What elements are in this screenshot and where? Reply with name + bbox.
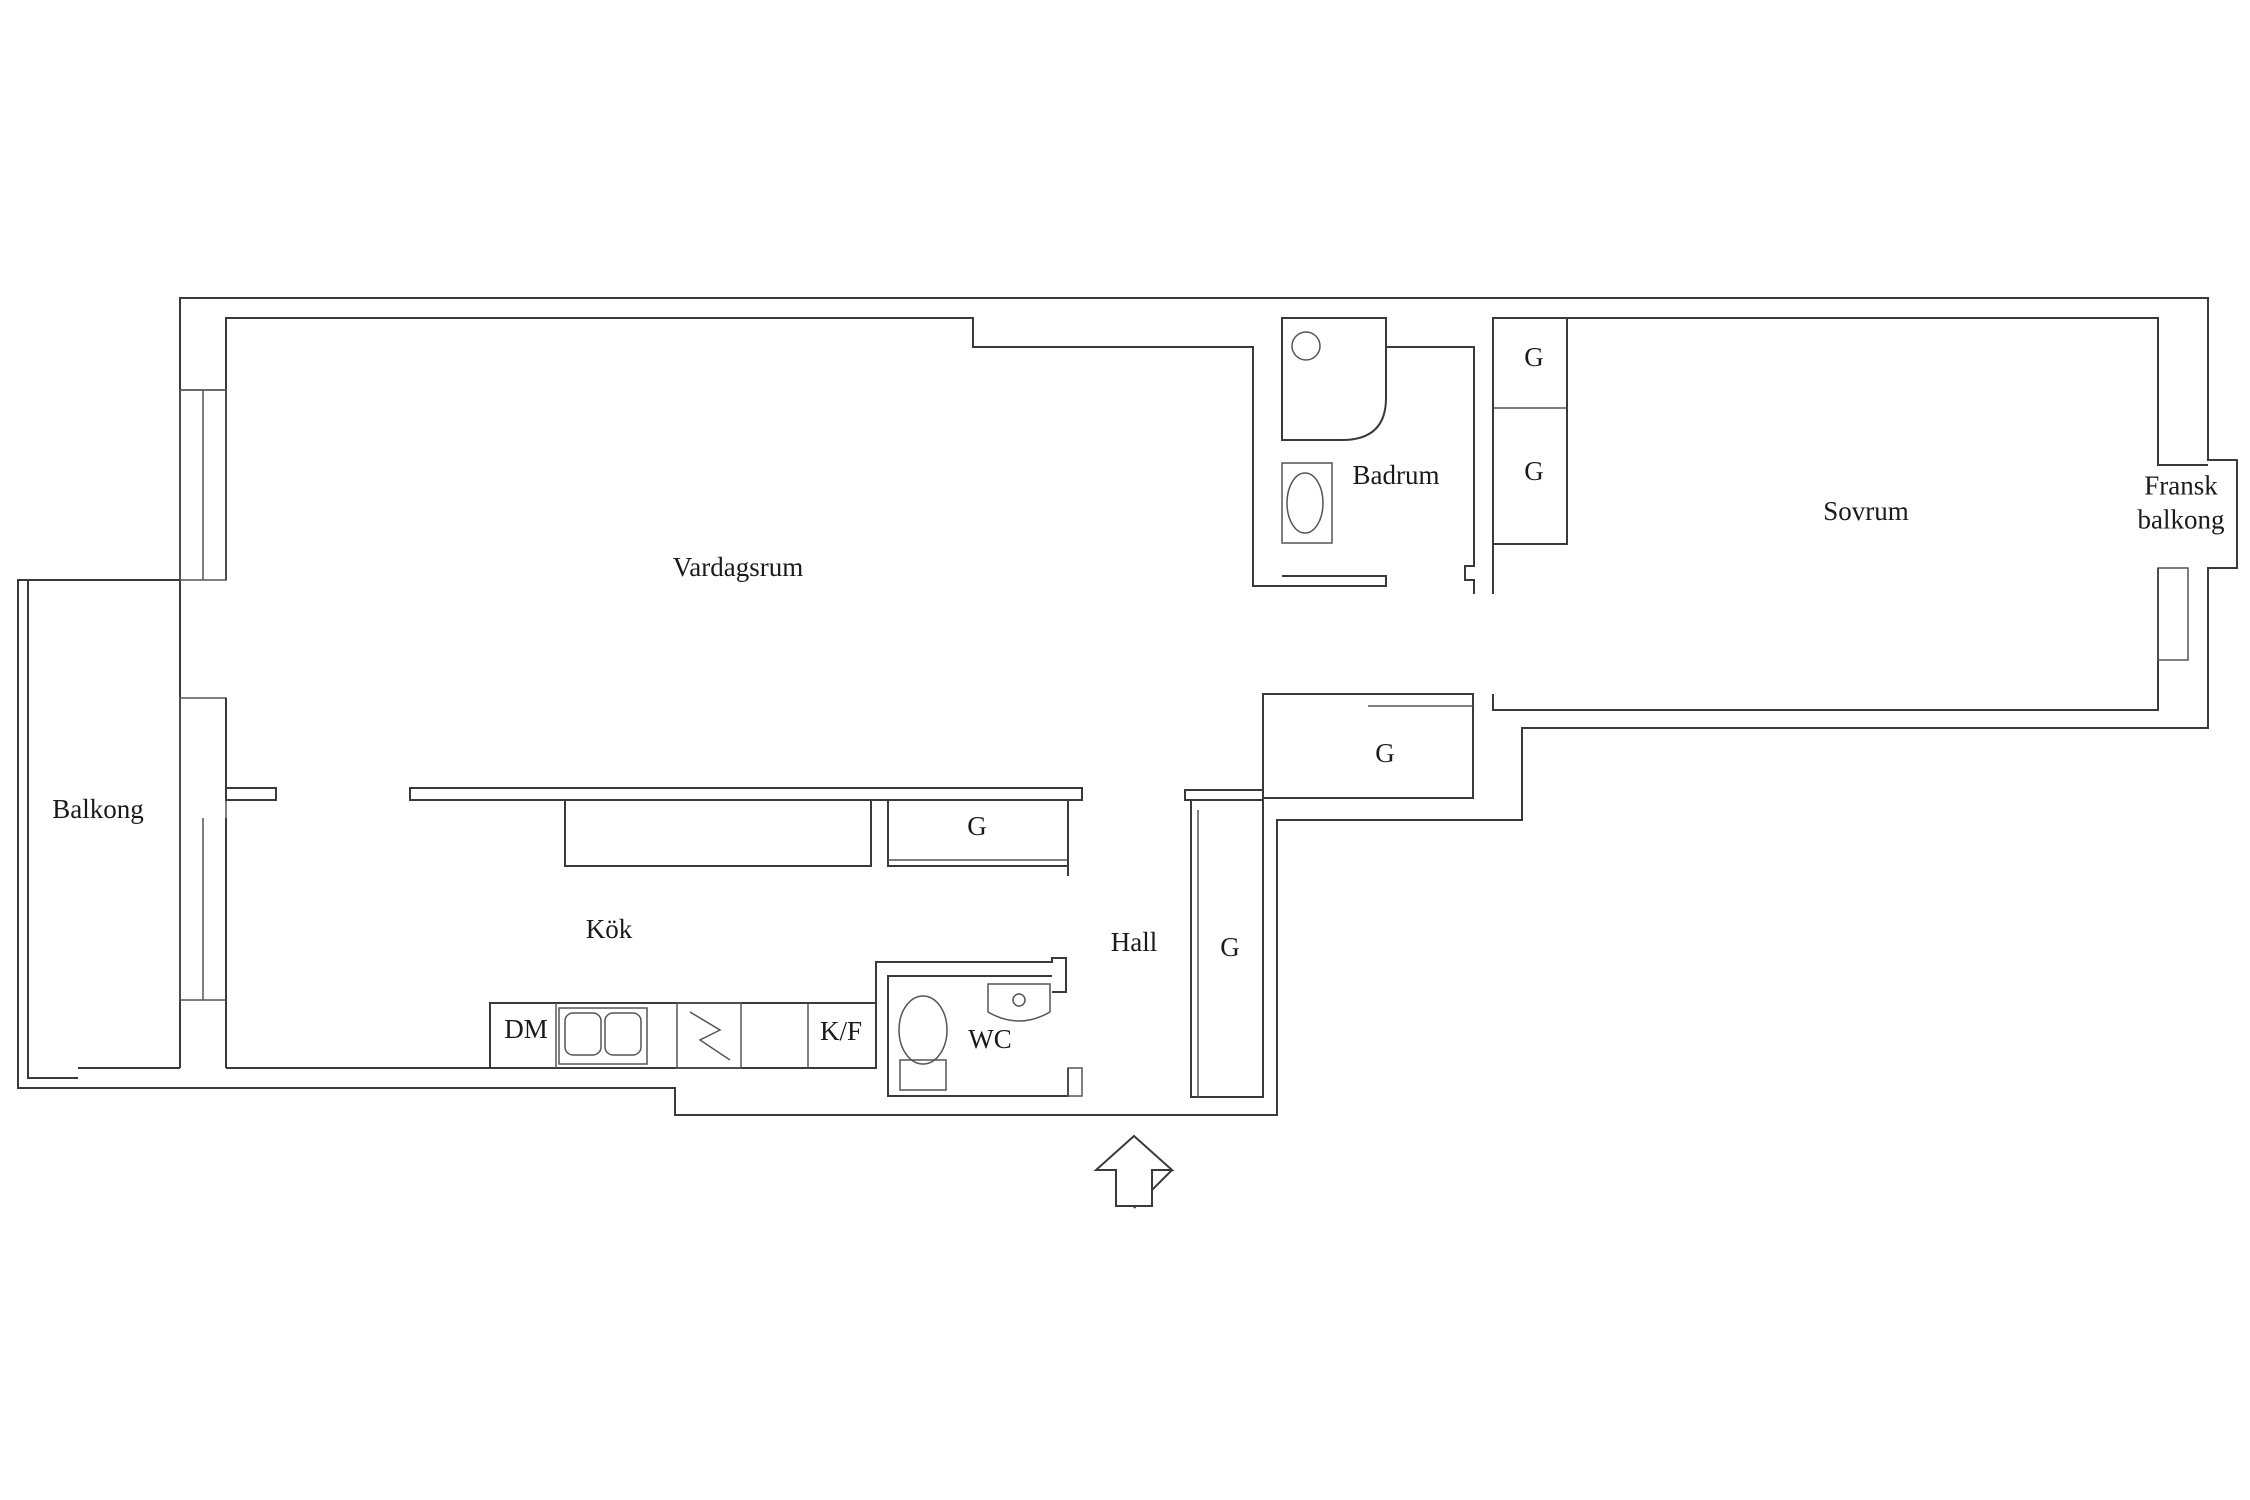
room-label-balkong: Balkong [52,794,144,825]
room-label-sovrum: Sovrum [1823,496,1909,527]
wc-sink-drain [1012,993,1026,1007]
shower [1281,317,1387,441]
shower-drain [1291,331,1321,361]
label-wardrobe-bedroom-1: G [1524,342,1544,373]
sink-outer [558,1007,648,1065]
label-fridge-freezer: K/F [819,1016,863,1047]
fransk-balkong-line-2: balkong [2137,504,2225,534]
bath-south-wall [1263,575,1387,587]
room-label-vardagsrum: Vardagsrum [672,552,804,583]
bedroom-window [2157,567,2189,661]
outer-wall [17,297,2238,1116]
bath-sink [1286,472,1324,534]
bath-east-wall [1386,346,1475,594]
kitchen-counter [489,1002,877,1069]
wc-door-wall [887,1068,1069,1097]
label-dishwasher: DM [504,1014,548,1045]
bedroom-wardrobe [1492,317,1568,545]
label-wardrobe-hall-2: G [1220,932,1240,963]
room-label-fransk-balkong: Fransk balkong [2138,469,2225,537]
balcony-outline [27,579,180,1079]
divider-stub [225,787,277,801]
stove [676,1002,742,1069]
wc-door-jamb [1067,1067,1083,1097]
entrance-arrow-icon [1093,1134,1175,1207]
kitchen-upper-cabinet [564,799,872,867]
bath-sink-frame [1281,462,1333,544]
kitchen-divider [409,787,1083,801]
hall-wardrobe-3 [1262,693,1474,799]
wc-sink [987,983,1051,1022]
room-label-hall: Hall [1110,927,1158,958]
label-wardrobe-bedroom-2: G [1524,456,1544,487]
label-wardrobe-hall-1: G [1375,738,1395,769]
hall-wardrobe-2 [1190,799,1264,1098]
wc-walls [875,957,1067,1068]
room-label-kok: Kök [585,914,633,945]
toilet-bowl [898,995,948,1065]
room-label-wc: WC [968,1024,1012,1055]
stove-zigzag [689,1011,731,1061]
inner-wall-bedroom-lower [1492,568,2159,711]
wc-south-wall [887,975,1052,1068]
inner-wall-living [225,317,1263,587]
room-label-badrum: Badrum [1352,460,1440,491]
hall-wardrobe-1 [887,799,1069,867]
toilet-tank [899,1059,947,1091]
sink-bowl-2 [604,1012,642,1056]
inner-wall-bedroom [1493,317,2208,466]
fransk-balkong-line-1: Fransk [2144,470,2218,501]
label-wardrobe-kitchen: G [967,811,987,842]
hall-stub [1184,789,1264,801]
sink-bowl-1 [564,1012,602,1056]
